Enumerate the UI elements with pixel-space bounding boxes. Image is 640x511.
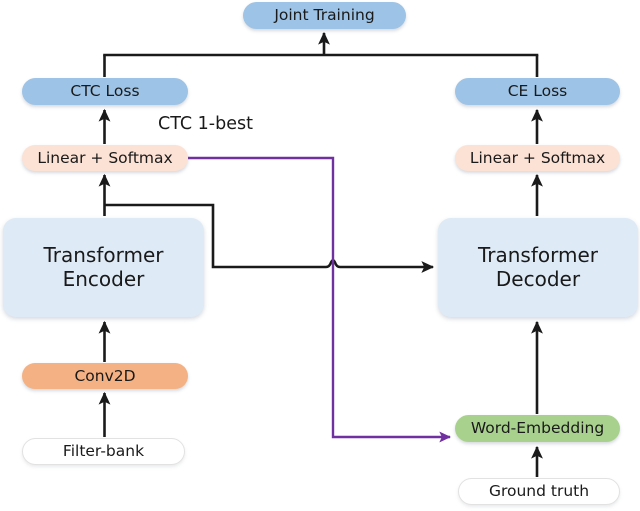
edge-ctc-1best-purple	[188, 156, 451, 443]
node-conv2d[interactable]: Conv2D	[22, 363, 188, 389]
node-transformer-decoder[interactable]: Transformer Decoder	[438, 218, 638, 317]
edge-label-ctc-1best: CTC 1-best	[158, 114, 253, 134]
node-linear-softmax-right[interactable]: Linear + Softmax	[455, 145, 620, 171]
node-linear-softmax-left[interactable]: Linear + Softmax	[22, 145, 188, 171]
node-word-embedding[interactable]: Word-Embedding	[455, 415, 620, 442]
node-transformer-encoder[interactable]: Transformer Encoder	[3, 218, 204, 317]
node-ce-loss[interactable]: CE Loss	[455, 78, 620, 105]
node-joint-training[interactable]: Joint Training	[243, 2, 406, 29]
node-ctc-loss[interactable]: CTC Loss	[22, 78, 188, 105]
node-ground-truth[interactable]: Ground truth	[458, 478, 620, 505]
node-filter-bank[interactable]: Filter-bank	[22, 438, 185, 465]
